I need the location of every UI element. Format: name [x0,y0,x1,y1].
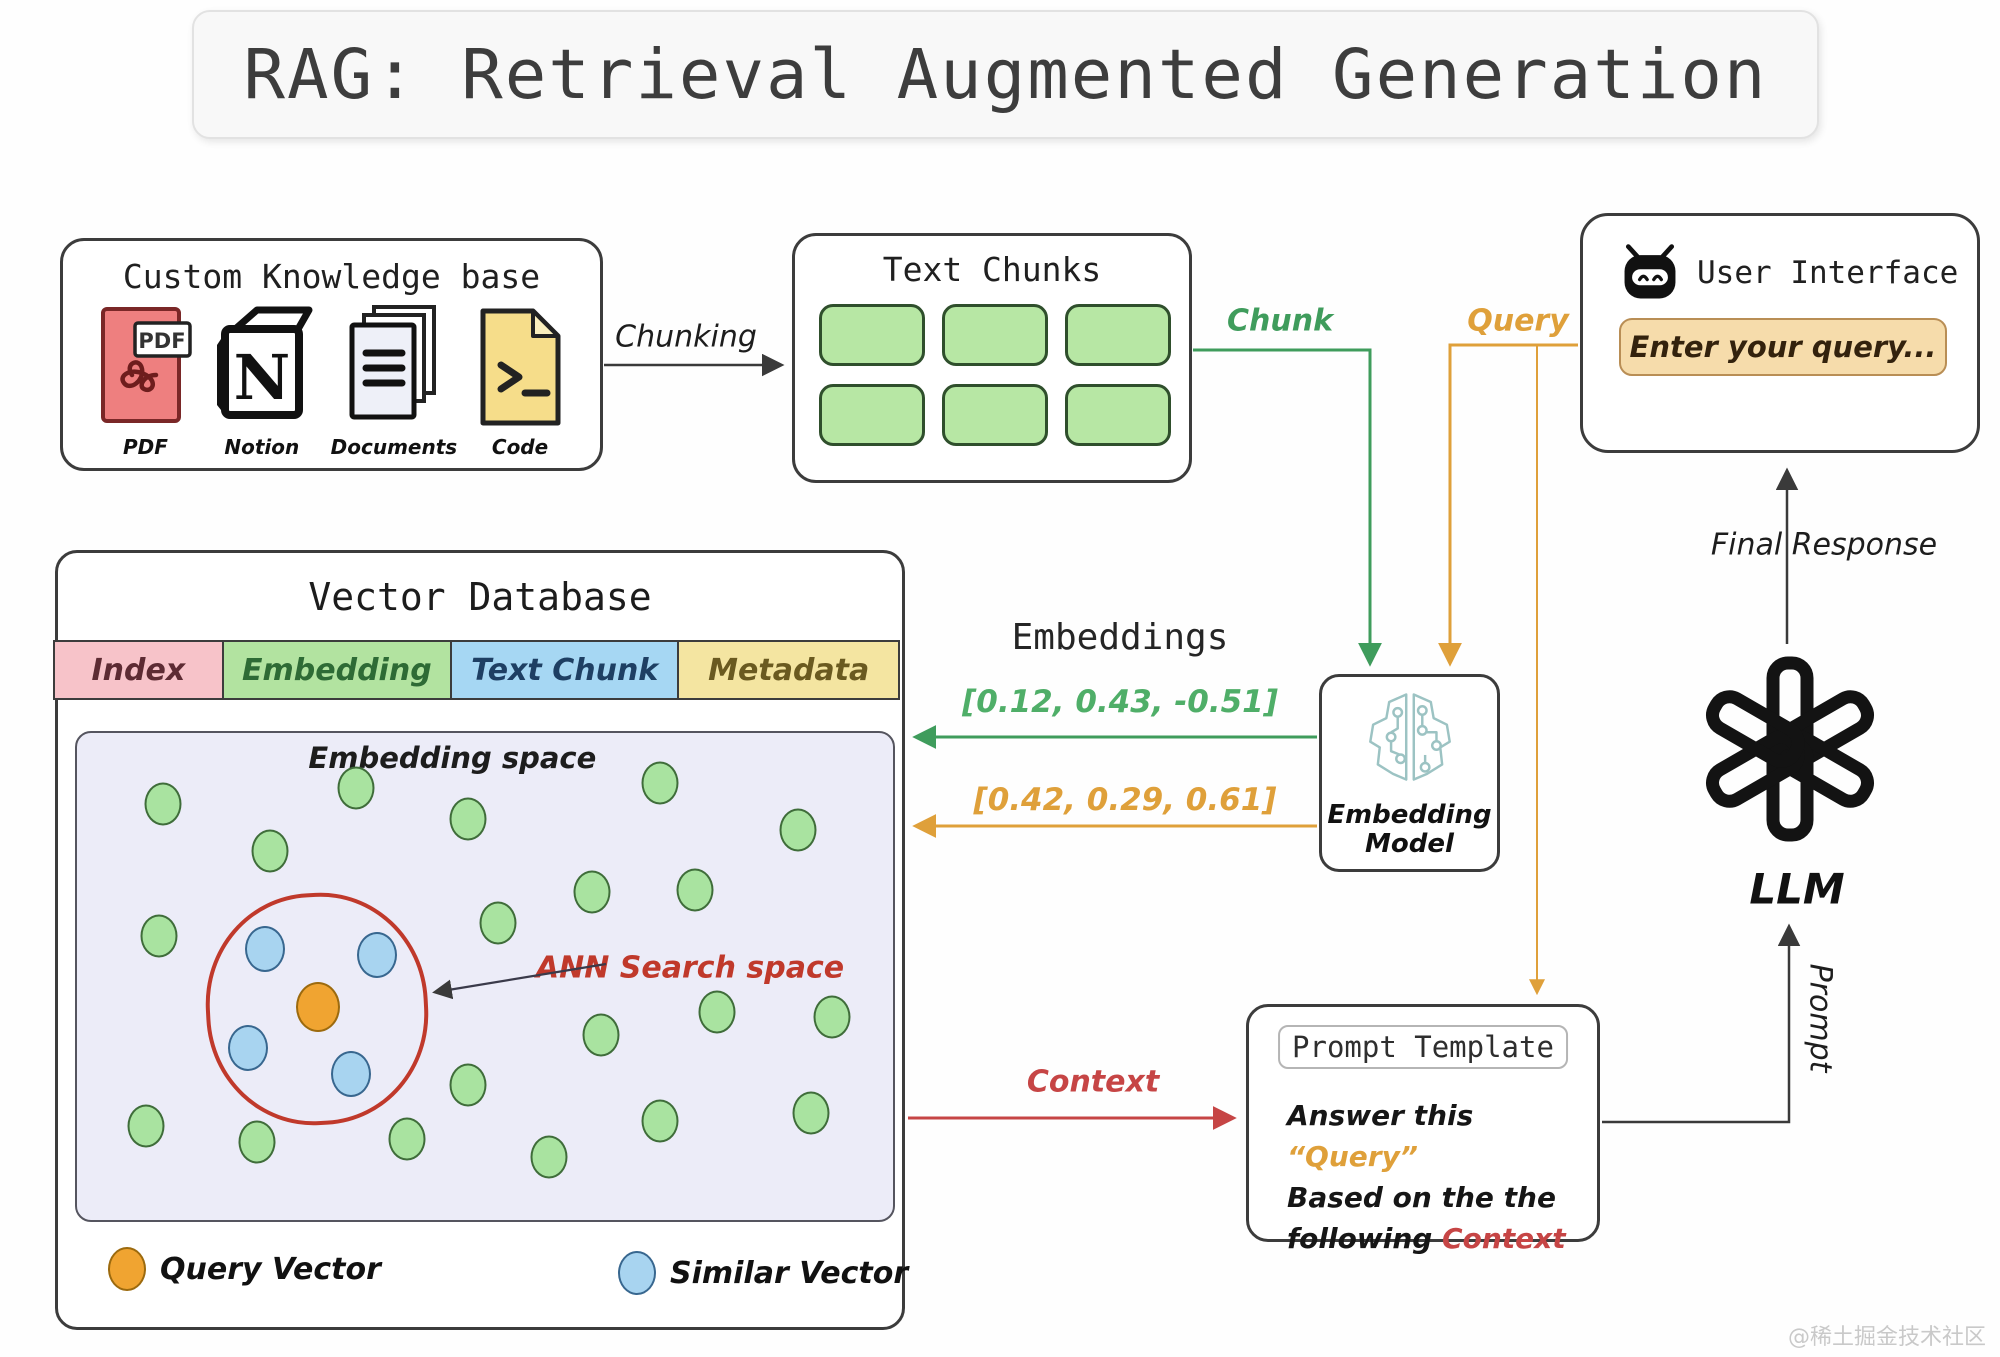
vector-dot [140,914,178,958]
query-vector-dot-icon [108,1247,146,1291]
embedding-model-label: Embedding Model [1327,800,1492,859]
vector-dot [388,1117,426,1161]
vector-database-box: Vector Database Index Embedding Text Chu… [52,550,908,1330]
similar-vector-dot-icon [618,1251,656,1295]
notion-icon: N [216,306,313,419]
query-vector-dot [295,982,340,1033]
knowledge-base-box: Custom Knowledge base PDF PDF N Noti [60,238,603,471]
source-label: Notion [224,435,300,459]
legend-similar-vector: Similar Vector [618,1251,908,1295]
query-input-text: Enter your query... [1629,330,1937,364]
vector-dot [582,1013,620,1057]
column-embedding: Embedding [221,640,453,700]
vector-dot [573,870,611,914]
knowledge-base-sources: PDF PDF N Notion [63,303,600,459]
query-embedding-vector: [0.42, 0.29, 0.61] [973,782,1277,818]
prompt-line-3: following Context [1287,1222,1566,1255]
text-chunk [1065,304,1171,366]
svg-text:N: N [233,341,290,414]
vector-dot [641,761,679,805]
source-label: Code [491,435,549,459]
similar-vector-dot [245,926,286,973]
page-title: RAG: Retrieval Augmented Generation [243,34,1768,115]
vector-dot [698,990,736,1034]
knowledge-base-title: Custom Knowledge base [122,257,541,296]
vector-dot [792,1091,830,1135]
context-highlight: Context [1442,1222,1566,1255]
prompt-template-body: Answer this “Query” Based on the the fol… [1287,1095,1597,1259]
column-text-chunk: Text Chunk [449,640,680,700]
vector-dot [676,868,714,912]
embedding-dots [77,733,893,1220]
prompt-line-1: Answer this “Query” [1287,1099,1474,1173]
vector-database-title: Vector Database [308,575,652,619]
similar-vector-dot [357,932,398,979]
embedding-model-box: Embedding Model [1319,674,1500,872]
legend-query-vector: Query Vector [108,1247,381,1291]
vector-database-columns: Index Embedding Text Chunk Metadata [52,640,905,700]
query-arrow-to-model [1438,343,1578,667]
vector-dot [813,995,851,1039]
source-label: Documents [330,435,458,459]
source-code: Code [475,303,565,459]
vector-dot [127,1104,165,1148]
embedding-model-brain-icon [1368,693,1451,781]
source-documents: Documents [330,303,458,459]
context-label: Context [1026,1064,1160,1100]
source-label: PDF [122,435,168,459]
vector-dot [479,901,517,945]
robot-icon [1624,244,1676,299]
code-file-icon [480,308,561,426]
embedding-space: Embedding space ANN Search space [75,731,895,1222]
vector-dot [530,1135,568,1179]
embeddings-title: Embeddings [1011,617,1229,658]
vector-dot [449,797,487,841]
text-chunk [942,384,1048,446]
chunk-grid [819,304,1171,446]
pdf-icon: PDF [100,307,192,423]
text-chunks-box: Text Chunks [792,233,1192,483]
chunk-embedding-vector: [0.12, 0.43, -0.51] [962,684,1278,720]
chunk-arrow [1193,348,1382,667]
chunk-label: Chunk [1226,303,1334,339]
prompt-arrow [1602,923,1801,1124]
query-label: Query [1467,303,1569,339]
text-chunk [1065,384,1171,446]
ann-search-label: ANN Search space [535,950,845,986]
user-interface-header: User Interface [1617,242,1958,304]
query-input[interactable]: Enter your query... [1619,318,1947,376]
text-chunk [819,384,925,446]
documents-icon [349,305,437,420]
text-chunks-title: Text Chunks [882,250,1102,289]
llm-label: LLM [1749,864,1845,914]
vector-dot [251,829,289,873]
user-interface-box: User Interface Enter your query... [1580,213,1980,453]
column-metadata: Metadata [677,640,901,700]
final-response-label: Final Response [1710,527,1938,563]
prompt-label: Prompt [1802,963,1838,1073]
title-banner: RAG: Retrieval Augmented Generation [192,10,1819,139]
prompt-template-box: Prompt Template Answer this “Query” Base… [1246,1004,1600,1255]
user-interface-title: User Interface [1697,255,1959,291]
source-notion: N Notion [211,303,313,459]
prompt-line-2: Based on the the [1287,1181,1556,1214]
text-chunk [942,304,1048,366]
chunking-label: Chunking [615,319,757,355]
vector-dot [779,808,817,852]
vector-dot [144,782,182,826]
column-index: Index [52,640,225,700]
watermark: @稀土掘金技术社区 [1787,1325,1986,1350]
vector-dot [238,1120,276,1164]
query-highlight: “Query” [1287,1140,1418,1173]
text-chunk [819,304,925,366]
source-pdf: PDF PDF [98,303,193,459]
vector-dot [337,766,375,810]
vector-dot [641,1099,679,1143]
openai-llm-icon [1706,656,1874,842]
similar-vector-dot [228,1025,269,1072]
prompt-template-title: Prompt Template [1278,1025,1568,1069]
svg-text:PDF: PDF [138,329,185,353]
similar-vector-dot [331,1050,372,1097]
vector-dot [449,1063,487,1107]
